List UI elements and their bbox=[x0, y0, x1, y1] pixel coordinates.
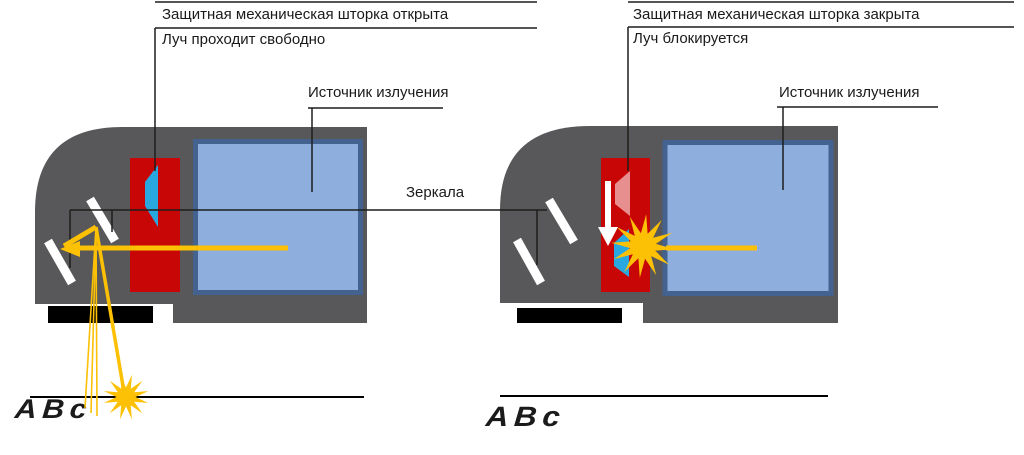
left-beam-fan-1 bbox=[84, 226, 97, 409]
left-beam-state-label: Луч проходит свободно bbox=[162, 31, 326, 48]
left-exit-port bbox=[48, 306, 153, 323]
laser-beams bbox=[60, 214, 757, 420]
left-mirror-top bbox=[86, 196, 119, 244]
right-shutter-state-label: Защитная механическая шторка закрыта bbox=[633, 6, 920, 23]
left-shutter-glass-open bbox=[145, 165, 158, 227]
left-beam-arrowhead bbox=[60, 241, 80, 257]
callout-lines bbox=[30, 1, 1014, 398]
left-mirror-bottom bbox=[44, 238, 76, 286]
mirrors-label: Зеркала bbox=[406, 184, 465, 201]
left-beam-fan-3 bbox=[95, 226, 98, 417]
right-device bbox=[500, 126, 838, 323]
right-mirror-top bbox=[545, 197, 578, 245]
left-source-box bbox=[193, 139, 363, 295]
right-shutter-glass-ghost bbox=[615, 171, 630, 216]
right-shutter-arrow-head bbox=[598, 227, 618, 246]
right-shutter-glass-closed bbox=[614, 229, 629, 277]
left-beam-fan-2 bbox=[90, 226, 97, 414]
left-impact-starburst bbox=[103, 374, 149, 420]
right-exit-port bbox=[517, 308, 622, 323]
right-source-label: Источник излучения bbox=[779, 84, 920, 101]
left-source-label: Источник излучения bbox=[308, 84, 449, 101]
left-device bbox=[35, 127, 367, 323]
right-block-starburst bbox=[611, 214, 675, 278]
right-beam-state-label: Луч блокируется bbox=[633, 30, 749, 47]
right-mirror-bottom bbox=[513, 237, 545, 286]
left-beam-mirror-link bbox=[62, 224, 98, 249]
left-beam-output bbox=[94, 226, 126, 393]
left-shutter-state-label: Защитная механическая шторка открыта bbox=[162, 6, 449, 23]
right-source-box bbox=[662, 140, 834, 296]
